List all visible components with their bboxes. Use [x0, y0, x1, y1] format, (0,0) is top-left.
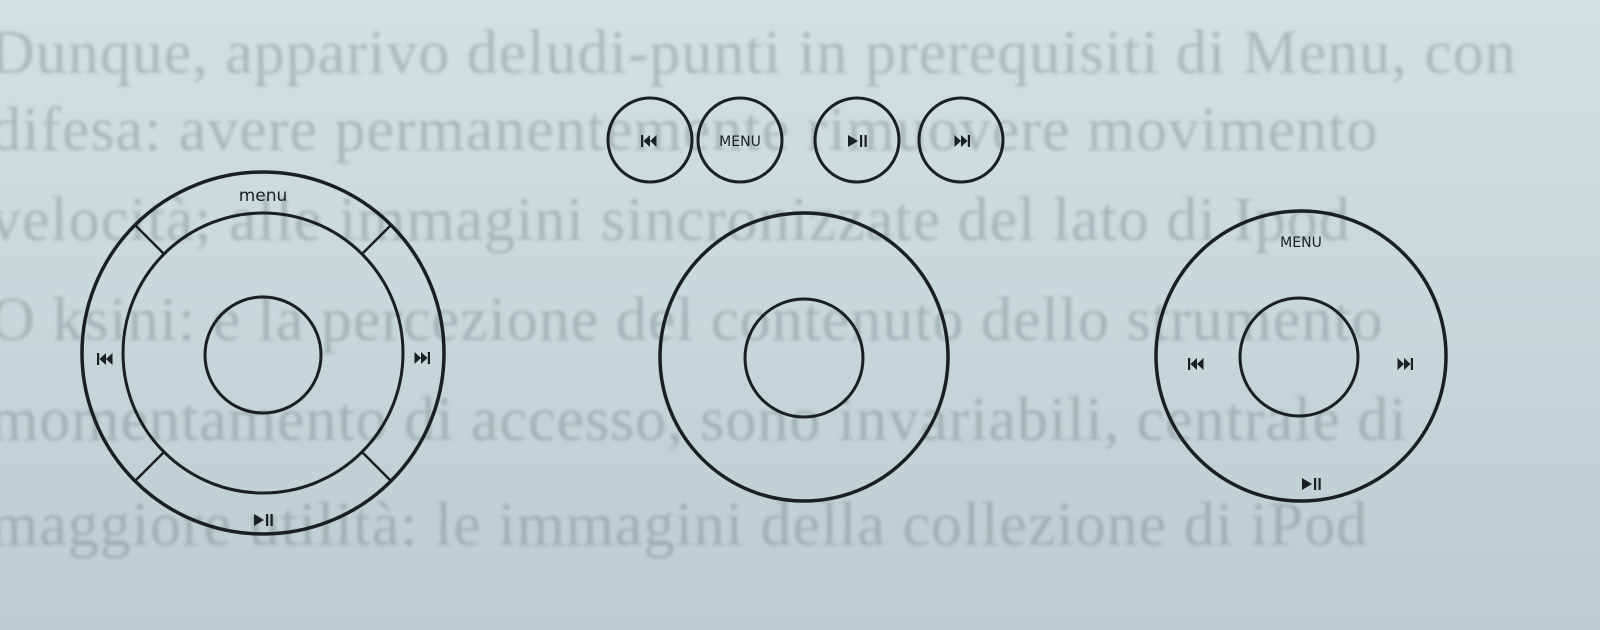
wheel-3-previous-icon[interactable] — [1188, 358, 1204, 370]
wheel-1-menu-label[interactable]: menu — [239, 186, 288, 206]
bg-text-line-3: velocità; alle immagini sincronizzate de… — [0, 186, 1351, 254]
play-pause-icon — [848, 135, 867, 147]
wheel-1-divider-se — [361, 451, 392, 482]
wheel-1-outer-ring — [80, 170, 446, 536]
touch-button-previous[interactable] — [606, 96, 694, 184]
wheel-3-center-button[interactable] — [1238, 296, 1360, 418]
bg-text-line-1: Dunque, apparivo deludi-punti in prerequ… — [0, 19, 1517, 87]
wheel-1-divider-ne — [361, 224, 392, 255]
wheel-1-divider-nw — [134, 224, 165, 255]
wheel-3-next-icon[interactable] — [1397, 358, 1414, 370]
wheel-1-inner-ring — [121, 211, 405, 495]
touch-button-play-pause[interactable] — [813, 96, 901, 184]
bg-text-line-6: maggiore utilità: le immagini della coll… — [0, 491, 1369, 559]
touch-button-menu[interactable] — [696, 96, 784, 184]
wheel-1-next-icon[interactable] — [414, 352, 431, 364]
touch-button-row: MENU — [606, 96, 1005, 184]
wheel-2-outer-ring[interactable] — [658, 211, 950, 503]
touch-wheel — [658, 211, 950, 503]
previous-icon — [641, 135, 657, 147]
click-wheel-labeled: MENU — [1154, 209, 1448, 503]
bg-text-line-4: O ksini: e la percezione del contenuto d… — [0, 286, 1384, 354]
wheel-2-center-button[interactable] — [743, 297, 865, 419]
click-wheel-four-button: menu — [80, 170, 446, 536]
touch-button-menu-label: MENU — [719, 134, 761, 150]
wheel-1-previous-icon[interactable] — [97, 353, 113, 365]
touch-button-next[interactable] — [917, 96, 1005, 184]
wheel-1-play-pause-icon[interactable] — [254, 514, 273, 526]
wheel-1-divider-sw — [134, 451, 165, 482]
wheel-3-outer-ring[interactable] — [1154, 209, 1448, 503]
wheel-3-menu-label[interactable]: MENU — [1280, 235, 1322, 251]
next-icon — [954, 135, 970, 147]
wheel-1-center-button[interactable] — [203, 295, 323, 415]
wheel-3-play-pause-icon[interactable] — [1302, 478, 1321, 490]
